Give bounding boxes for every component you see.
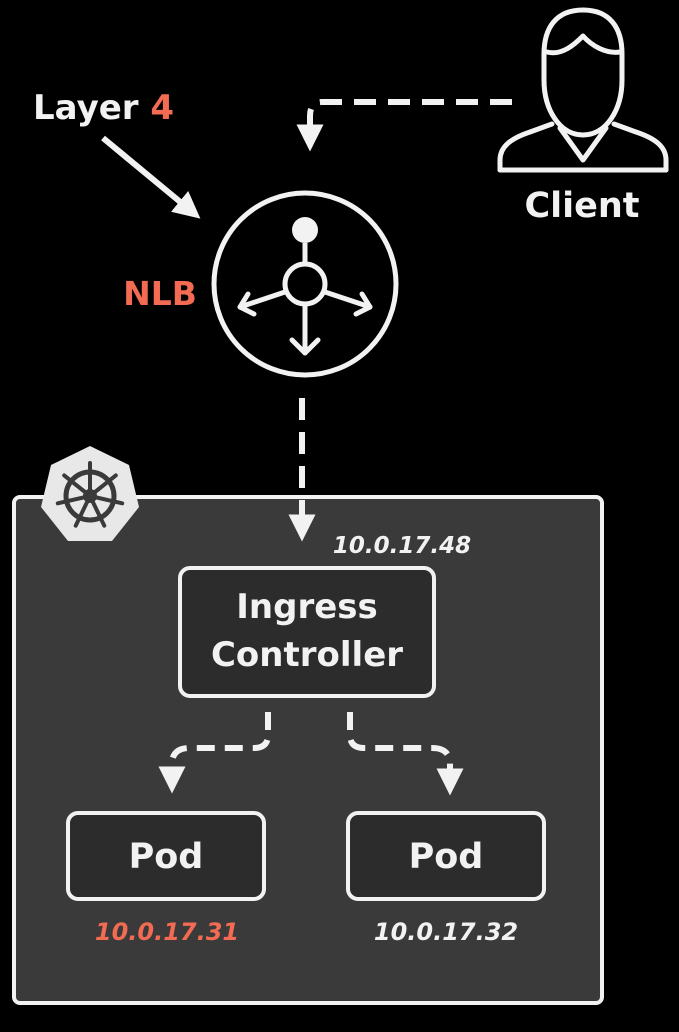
pod-right-ip: 10.0.17.32 xyxy=(374,918,518,946)
pod-left-box xyxy=(66,811,266,901)
ingress-label-line1: Ingress xyxy=(236,587,378,627)
nlb-label: NLB xyxy=(123,274,197,313)
layer-pointer-arrow xyxy=(101,135,201,219)
person-icon xyxy=(497,7,669,173)
ingress-label-line2: Controller xyxy=(211,635,403,675)
layer-number: 4 xyxy=(150,88,174,128)
client-label: Client xyxy=(524,186,639,226)
kubernetes-helm-icon xyxy=(41,446,139,541)
layer-label-prefix: Layer xyxy=(33,88,150,128)
pod-left-label: Pod xyxy=(129,837,204,877)
pod-right-label: Pod xyxy=(409,837,484,877)
layer-label: Layer 4 xyxy=(33,88,174,128)
ingress-to-pod-right-connector xyxy=(347,712,464,796)
pod-left-ip: 10.0.17.31 xyxy=(95,918,239,946)
ingress-controller-box xyxy=(178,566,436,698)
client-to-nlb-connector xyxy=(296,99,512,152)
pod-right-box xyxy=(346,811,546,901)
load-balancer-icon xyxy=(211,190,399,378)
ingress-ip: 10.0.17.48 xyxy=(333,533,471,559)
ingress-to-pod-left-connector xyxy=(158,712,271,794)
